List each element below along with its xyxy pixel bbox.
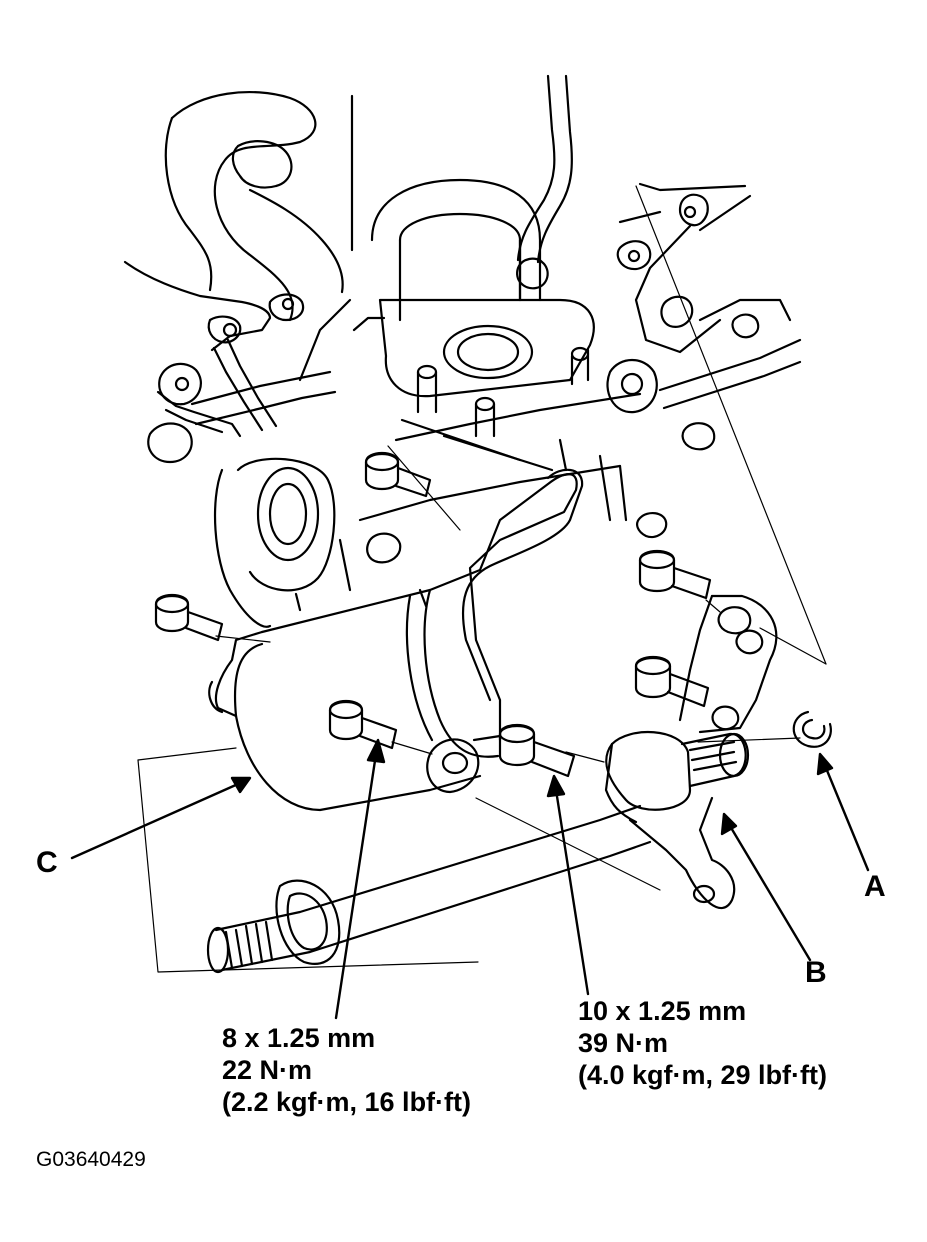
flange-bolt-8mm [328, 699, 398, 750]
callout-c-label: C [36, 846, 58, 879]
torque-spec-10mm: 10 x 1.25 mm 39 N·m (4.0 kgf·m, 29 lbf·f… [578, 995, 827, 1091]
bearing-support-bracket [678, 594, 778, 734]
torque-nm-22: 22 N·m [222, 1055, 313, 1085]
flange-bolt-top [364, 451, 432, 498]
callout-b-label: B [805, 956, 827, 989]
intermediate-shaft [206, 804, 652, 974]
callout-a-label: A [864, 870, 886, 903]
torque-nm-39: 39 N·m [578, 1028, 669, 1058]
bearing-assembly [604, 730, 750, 910]
torque-alt-22: (2.2 kgf·m, 16 lbf·ft) [222, 1087, 472, 1117]
flange-bolt-10mm-upper [638, 549, 712, 600]
leader-arrows [70, 738, 870, 1020]
flange-bolt-10mm-lower [634, 655, 710, 708]
torque-spec-8mm: 8 x 1.25 mm 22 N·m (2.2 kgf·m, 16 lbf·ft… [222, 1022, 471, 1118]
flange-bolt-10mm-center [498, 723, 576, 778]
intermediate-shaft-cover [208, 468, 584, 812]
flange-bolt-left [154, 593, 224, 642]
snap-ring [792, 710, 832, 748]
bolt-size-8mm: 8 x 1.25 mm [222, 1023, 376, 1053]
engine-block-outline [123, 74, 802, 628]
bolt-size-10mm: 10 x 1.25 mm [578, 996, 747, 1026]
torque-alt-39: (4.0 kgf·m, 29 lbf·ft) [578, 1060, 828, 1090]
figure-id: G03640429 [36, 1148, 146, 1171]
guide-lines [137, 185, 827, 973]
